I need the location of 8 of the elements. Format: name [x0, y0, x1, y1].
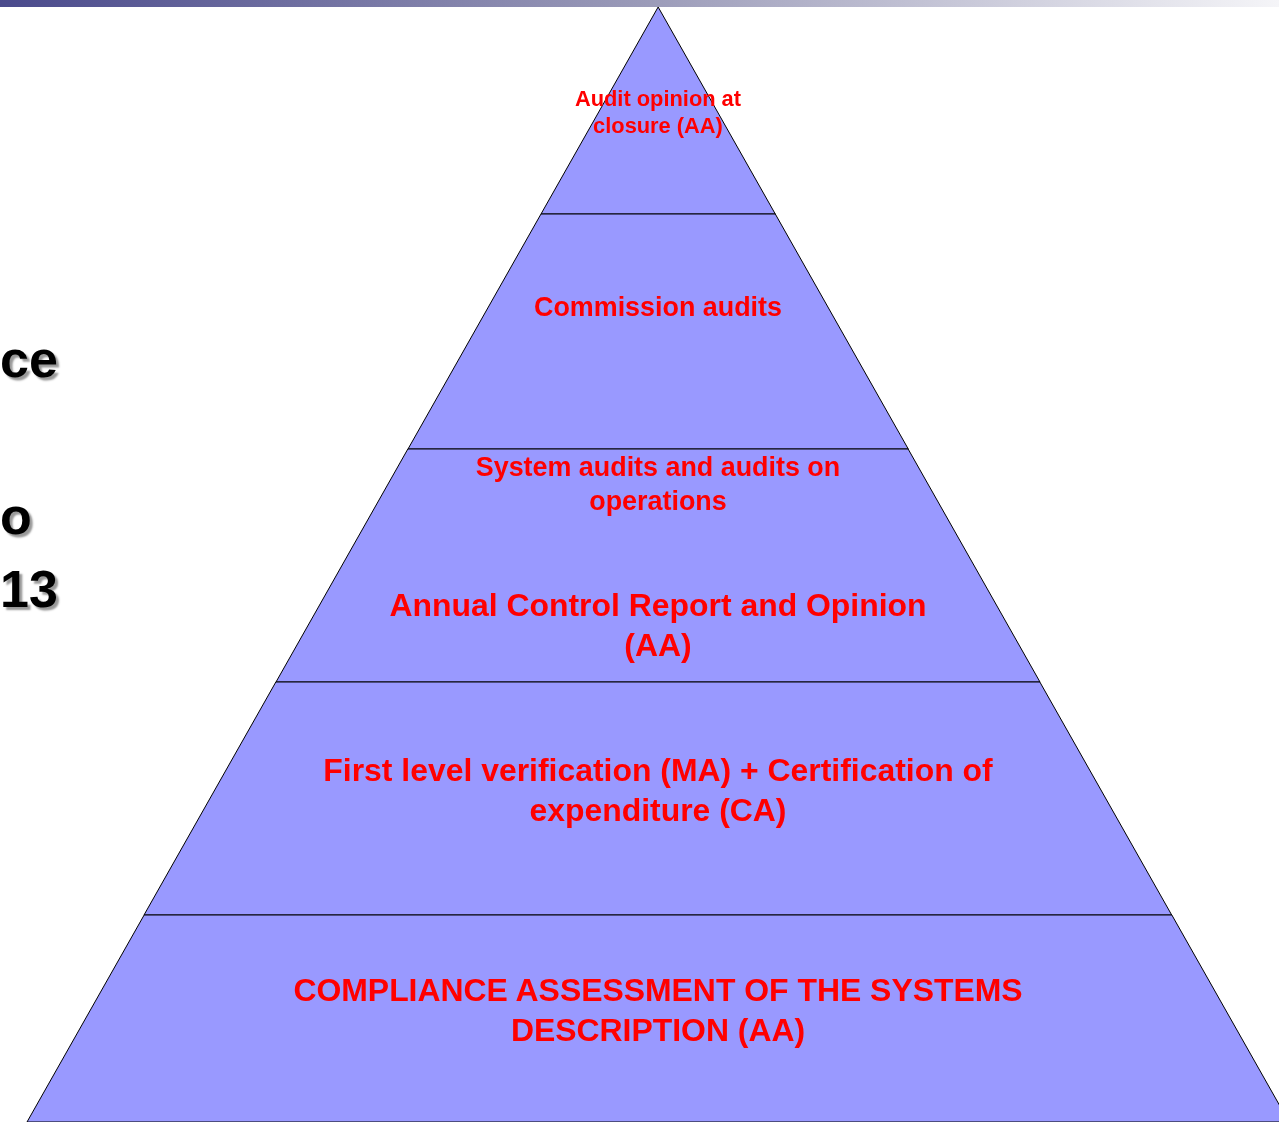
tier-label: System audits and audits on operations: [474, 451, 842, 518]
heading-fragment: ce: [0, 333, 58, 385]
heading-fragment: o: [0, 490, 32, 542]
tier-label: Commission audits: [533, 291, 783, 324]
tier-label: First level verification (MA) + Certification of expenditure (CA): [322, 751, 994, 830]
tier-label: Annual Control Report and Opinion (AA): [388, 586, 928, 665]
heading-fragment: 13: [0, 563, 58, 615]
tier-label: COMPLIANCE ASSESSMENT OF THE SYSTEMS DESCRIPTION (AA): [292, 971, 1024, 1050]
